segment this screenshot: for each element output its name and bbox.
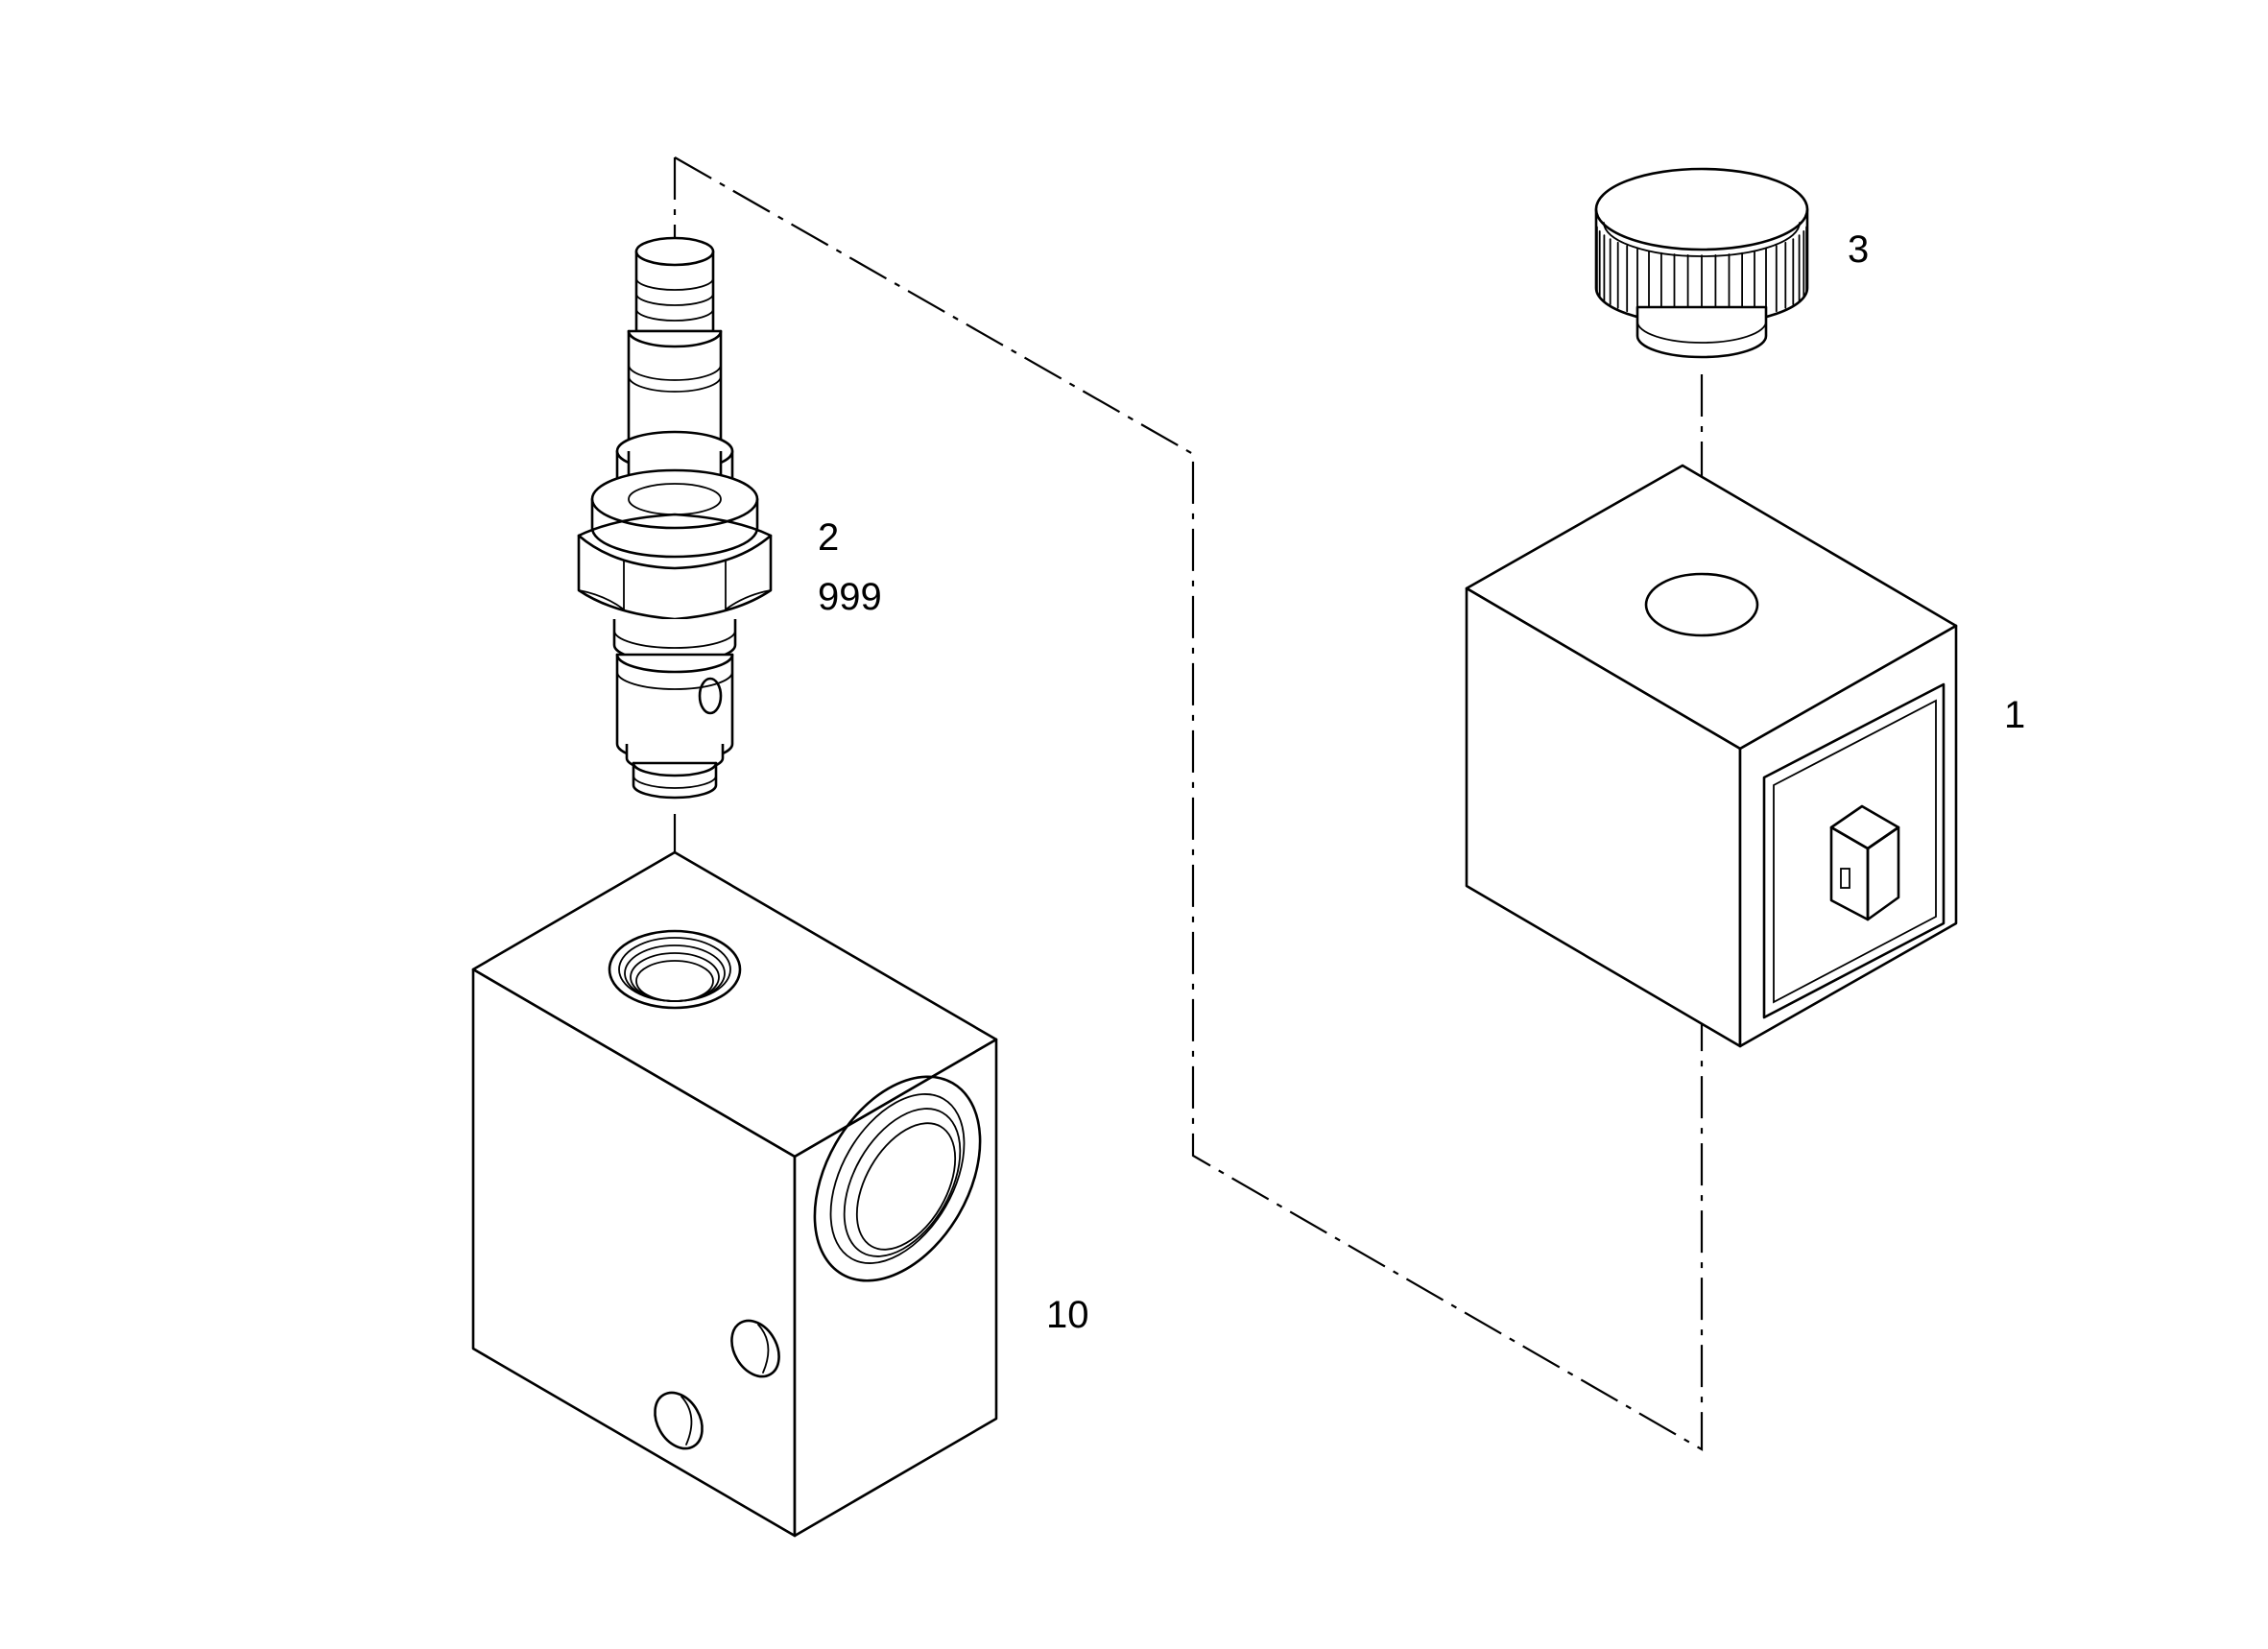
callout-label-3: 3: [1848, 228, 1869, 271]
coil-nut-part: [1594, 167, 1809, 359]
cartridge-valve-part: [577, 236, 773, 800]
callout-label-2: 2: [818, 516, 839, 559]
valve-block-part: [471, 850, 998, 1538]
callout-label-999: 999: [818, 576, 882, 618]
solenoid-coil-part: [1465, 464, 1958, 1048]
callout-label-1: 1: [2004, 694, 2025, 736]
callout-label-10: 10: [1046, 1294, 1089, 1336]
